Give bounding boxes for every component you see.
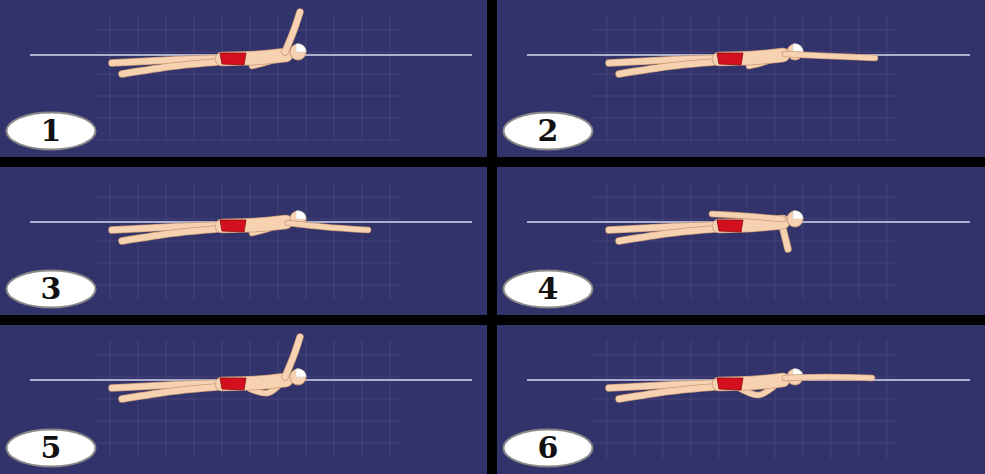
pool-water [0,0,487,157]
swimmer [609,211,803,249]
grid [592,182,897,300]
swimmer [112,337,306,399]
callout-badge: 2 [502,111,594,151]
grid [95,15,400,142]
callout-number: 1 [41,116,62,146]
panel [497,0,985,157]
panel [0,167,487,315]
callout-number: 6 [538,433,559,463]
swimmer [112,211,368,241]
callout-badge: 6 [502,428,594,468]
swimmer [609,44,875,74]
callout-badge: 3 [5,269,97,309]
pool-water [0,167,487,315]
panel [0,0,487,157]
callout-number: 3 [41,274,62,304]
callout-number: 4 [538,274,559,304]
callout-badge: 4 [502,269,594,309]
swimmer [112,12,306,74]
pool-water [0,325,487,474]
panel [0,325,487,474]
grid [95,340,400,459]
pool-water [497,167,985,315]
grid [592,15,897,142]
panel [497,167,985,315]
pool-water [497,0,985,157]
grid [95,182,400,300]
panel [497,325,985,474]
callout-badge: 1 [5,111,97,151]
swimmer [609,369,872,399]
grid [592,340,897,459]
pool-water [497,325,985,474]
callout-number: 5 [41,433,62,463]
callout-badge: 5 [5,428,97,468]
callout-number: 2 [538,116,559,146]
